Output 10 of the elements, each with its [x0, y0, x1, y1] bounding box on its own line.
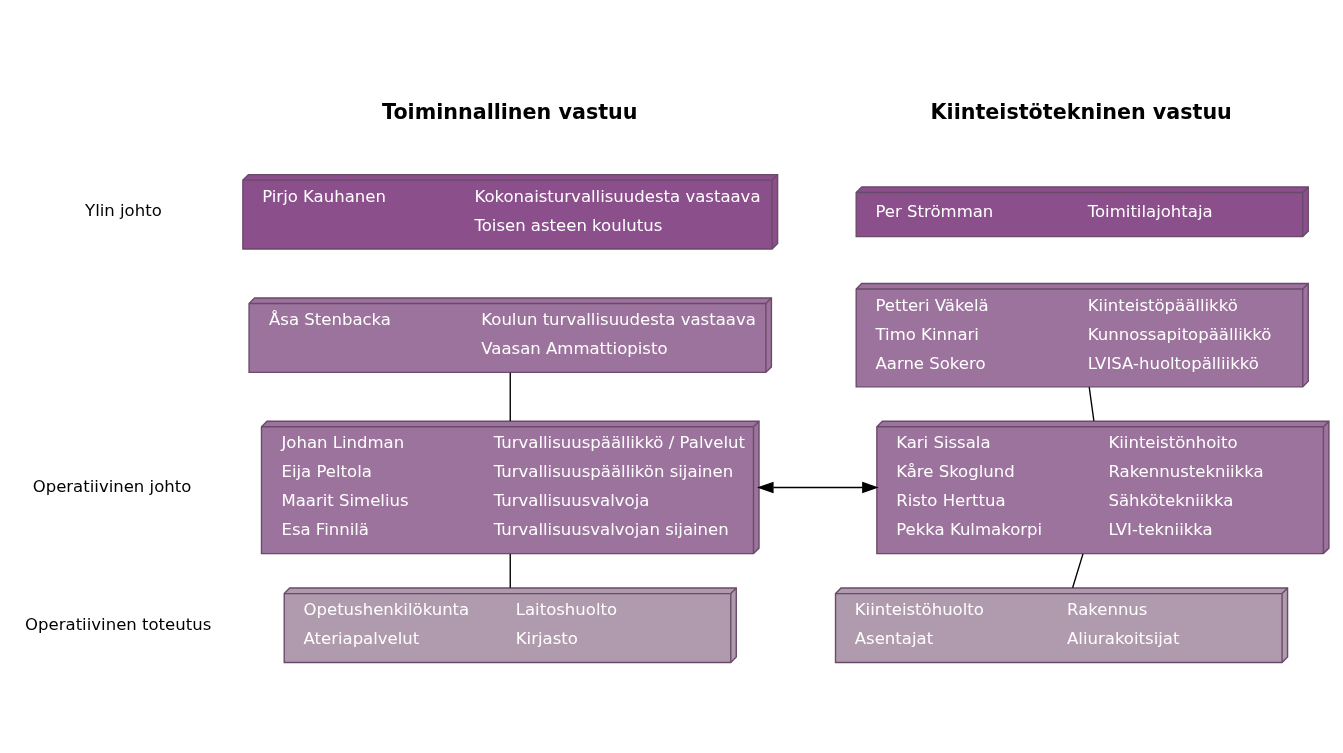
connector [509, 553, 511, 589]
connector [1088, 386, 1095, 422]
connector [509, 372, 511, 422]
label: Kiinteistötekninen vastuu [930, 99, 1232, 124]
label: Ylin johto [85, 201, 162, 221]
label: Operatiivinen toteutus [25, 614, 212, 634]
connector [1071, 553, 1084, 589]
label: Operatiivinen johto [32, 476, 192, 496]
arrow [757, 481, 879, 494]
label: Toiminnallinen vastuu [382, 99, 638, 124]
